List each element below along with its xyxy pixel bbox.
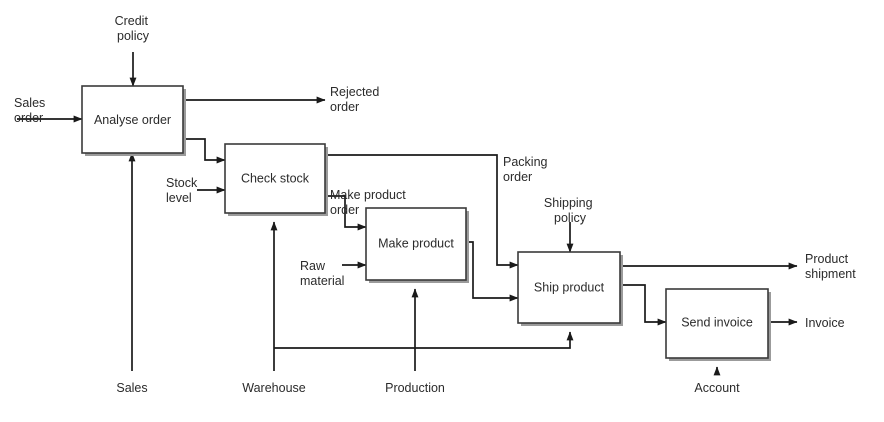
label-raw-material: Raw material xyxy=(300,259,344,288)
label-shipping-policy: Shipping policy xyxy=(544,196,596,225)
process-label: Send invoice xyxy=(681,315,753,329)
process-label: Check stock xyxy=(241,171,310,185)
process-label: Ship product xyxy=(534,280,605,294)
flow-labels: Credit policy Sales order Rejected order… xyxy=(14,14,856,395)
label-rejected-order: Rejected order xyxy=(330,85,383,114)
process-ship-product[interactable]: Ship product xyxy=(517,251,623,326)
process-make-product[interactable]: Make product xyxy=(365,207,469,283)
label-sales-order: Sales order xyxy=(14,96,49,125)
process-send-invoice[interactable]: Send invoice xyxy=(665,288,771,361)
label-sales: Sales xyxy=(116,381,147,395)
label-stock-level: Stock level xyxy=(166,176,201,205)
process-check-stock[interactable]: Check stock xyxy=(224,143,328,216)
warehouse-ship-flow xyxy=(274,331,574,349)
ship-invoice-flow xyxy=(620,284,667,326)
label-packing-order: Packing order xyxy=(503,155,551,184)
box-outline xyxy=(517,251,621,324)
label-production: Production xyxy=(385,381,445,395)
label-invoice: Invoice xyxy=(805,316,845,330)
box-outline xyxy=(365,207,467,281)
process-analyse-order[interactable]: Analyse order xyxy=(81,85,186,156)
label-product-shipment: Product shipment xyxy=(805,252,856,281)
accepted-order-flow xyxy=(183,138,226,164)
box-outline xyxy=(224,143,326,214)
make-product-order-flow xyxy=(325,195,367,231)
flow-lines xyxy=(17,52,798,376)
process-boxes: Analyse order Check stock Make product S… xyxy=(81,85,771,361)
label-make-product-order: Make product order xyxy=(330,188,409,217)
box-outline xyxy=(665,288,769,359)
process-label: Make product xyxy=(378,236,454,250)
label-account: Account xyxy=(694,381,740,395)
label-warehouse: Warehouse xyxy=(242,381,306,395)
box-outline xyxy=(81,85,184,154)
packing-order-flow xyxy=(325,154,519,269)
made-product-flow xyxy=(466,241,519,302)
label-credit-policy: Credit policy xyxy=(115,14,152,43)
process-label: Analyse order xyxy=(94,113,171,127)
